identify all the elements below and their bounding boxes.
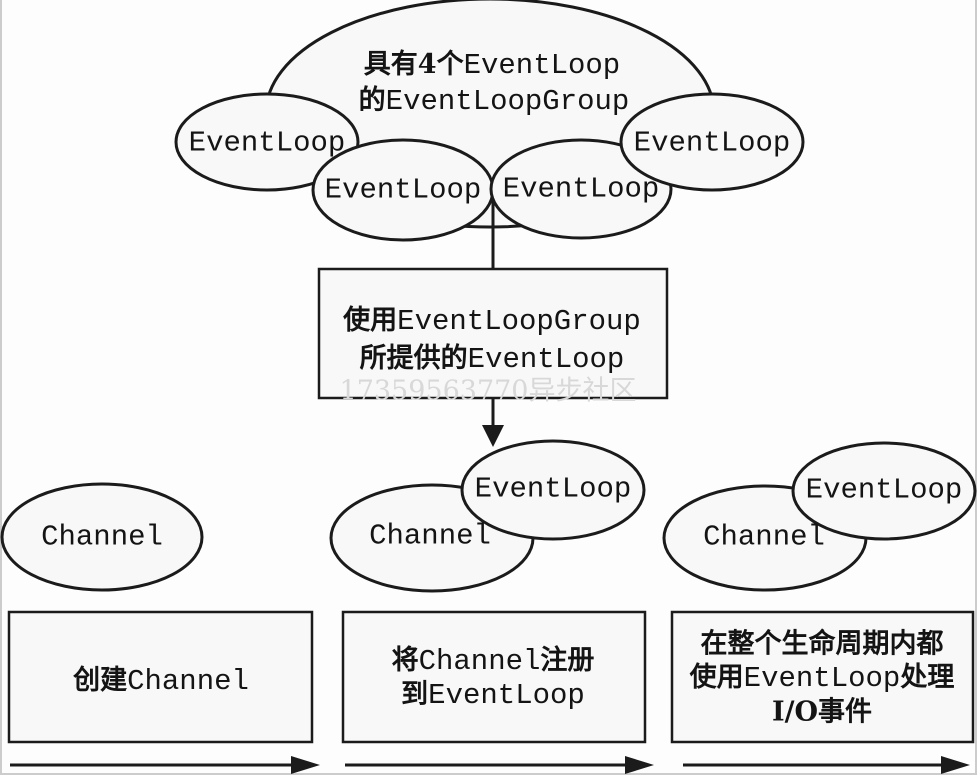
eventloop-ellipse-step3 <box>791 441 977 541</box>
channel-label-step2: Channel <box>369 519 491 553</box>
text-segment: 处理 <box>900 662 955 693</box>
text-segment: EventLoop <box>467 343 625 376</box>
text-segment: 在整个生命周期内都 <box>700 628 944 660</box>
eventloop-label-step2: EventLoop <box>474 472 632 506</box>
text-segment: 使用 <box>689 662 744 693</box>
eventloop-label-2: EventLoop <box>324 173 482 207</box>
channel-label-step1: Channel <box>41 520 163 554</box>
step1-arrowhead <box>291 756 320 774</box>
eventloop-ellipse-step2 <box>460 439 646 541</box>
text-segment: EventLoopGroup <box>385 85 630 118</box>
step2-arrowhead <box>625 756 654 774</box>
eventloop-ellipse-1 <box>174 92 360 192</box>
text-segment: EventLoop <box>428 679 585 712</box>
text-segment: 创建 <box>73 665 128 696</box>
text-segment: EventLoopGroup <box>397 305 641 338</box>
text-segment: I/O事件 <box>771 696 873 728</box>
step2-box-line1: 将Channel注册 <box>392 638 595 678</box>
step2-box-rect <box>341 610 647 744</box>
step1-box-text: 创建Channel <box>73 658 249 698</box>
text-segment: 具有4个 <box>363 49 464 80</box>
provide-box-line2: 所提供的EventLoop <box>360 336 625 376</box>
step1-box-rect <box>7 610 314 744</box>
step3-box-line1: 在整个生命周期内都 <box>701 622 944 661</box>
step3-box-line2: 使用EventLoop处理 <box>690 655 955 695</box>
eventloop-ellipse-3 <box>489 138 673 240</box>
box-to-eventloop-arrowhead <box>482 425 504 447</box>
step3-arrowhead <box>941 756 970 774</box>
eventloop-label-4: EventLoop <box>633 126 791 160</box>
eventloop-label-1: EventLoop <box>188 126 346 160</box>
text-segment: 使用 <box>343 305 398 336</box>
text-segment: 所提供的 <box>359 343 468 374</box>
text-segment: EventLoop <box>463 49 621 82</box>
step3-box-rect <box>670 610 975 744</box>
provide-box-line1: 使用EventLoopGroup <box>343 298 641 338</box>
text-segment: Channel <box>127 665 249 698</box>
text-segment: 的 <box>358 85 386 116</box>
eventloop-label-step3: EventLoop <box>805 473 963 507</box>
step2-box-line2: 到EventLoop <box>401 672 585 712</box>
text-segment: 将 <box>391 645 419 676</box>
group-ellipse-title-line2: 的EventLoopGroup <box>359 78 630 118</box>
text-segment: Channel <box>418 645 541 678</box>
text-segment: 注册 <box>540 645 595 676</box>
eventloop-label-3: EventLoop <box>502 172 660 206</box>
eventloop-ellipse-4 <box>619 92 805 192</box>
step3-box-line3: I/O事件 <box>772 690 872 729</box>
channel-label-step3: Channel <box>703 520 825 554</box>
channel-ellipse-step1 <box>0 482 204 592</box>
text-segment: 到 <box>401 679 429 710</box>
watermark: 17359563770异步社区 <box>339 375 637 407</box>
group-ellipse-title-line1: 具有4个EventLoop <box>364 42 620 82</box>
text-segment: EventLoop <box>743 662 901 695</box>
